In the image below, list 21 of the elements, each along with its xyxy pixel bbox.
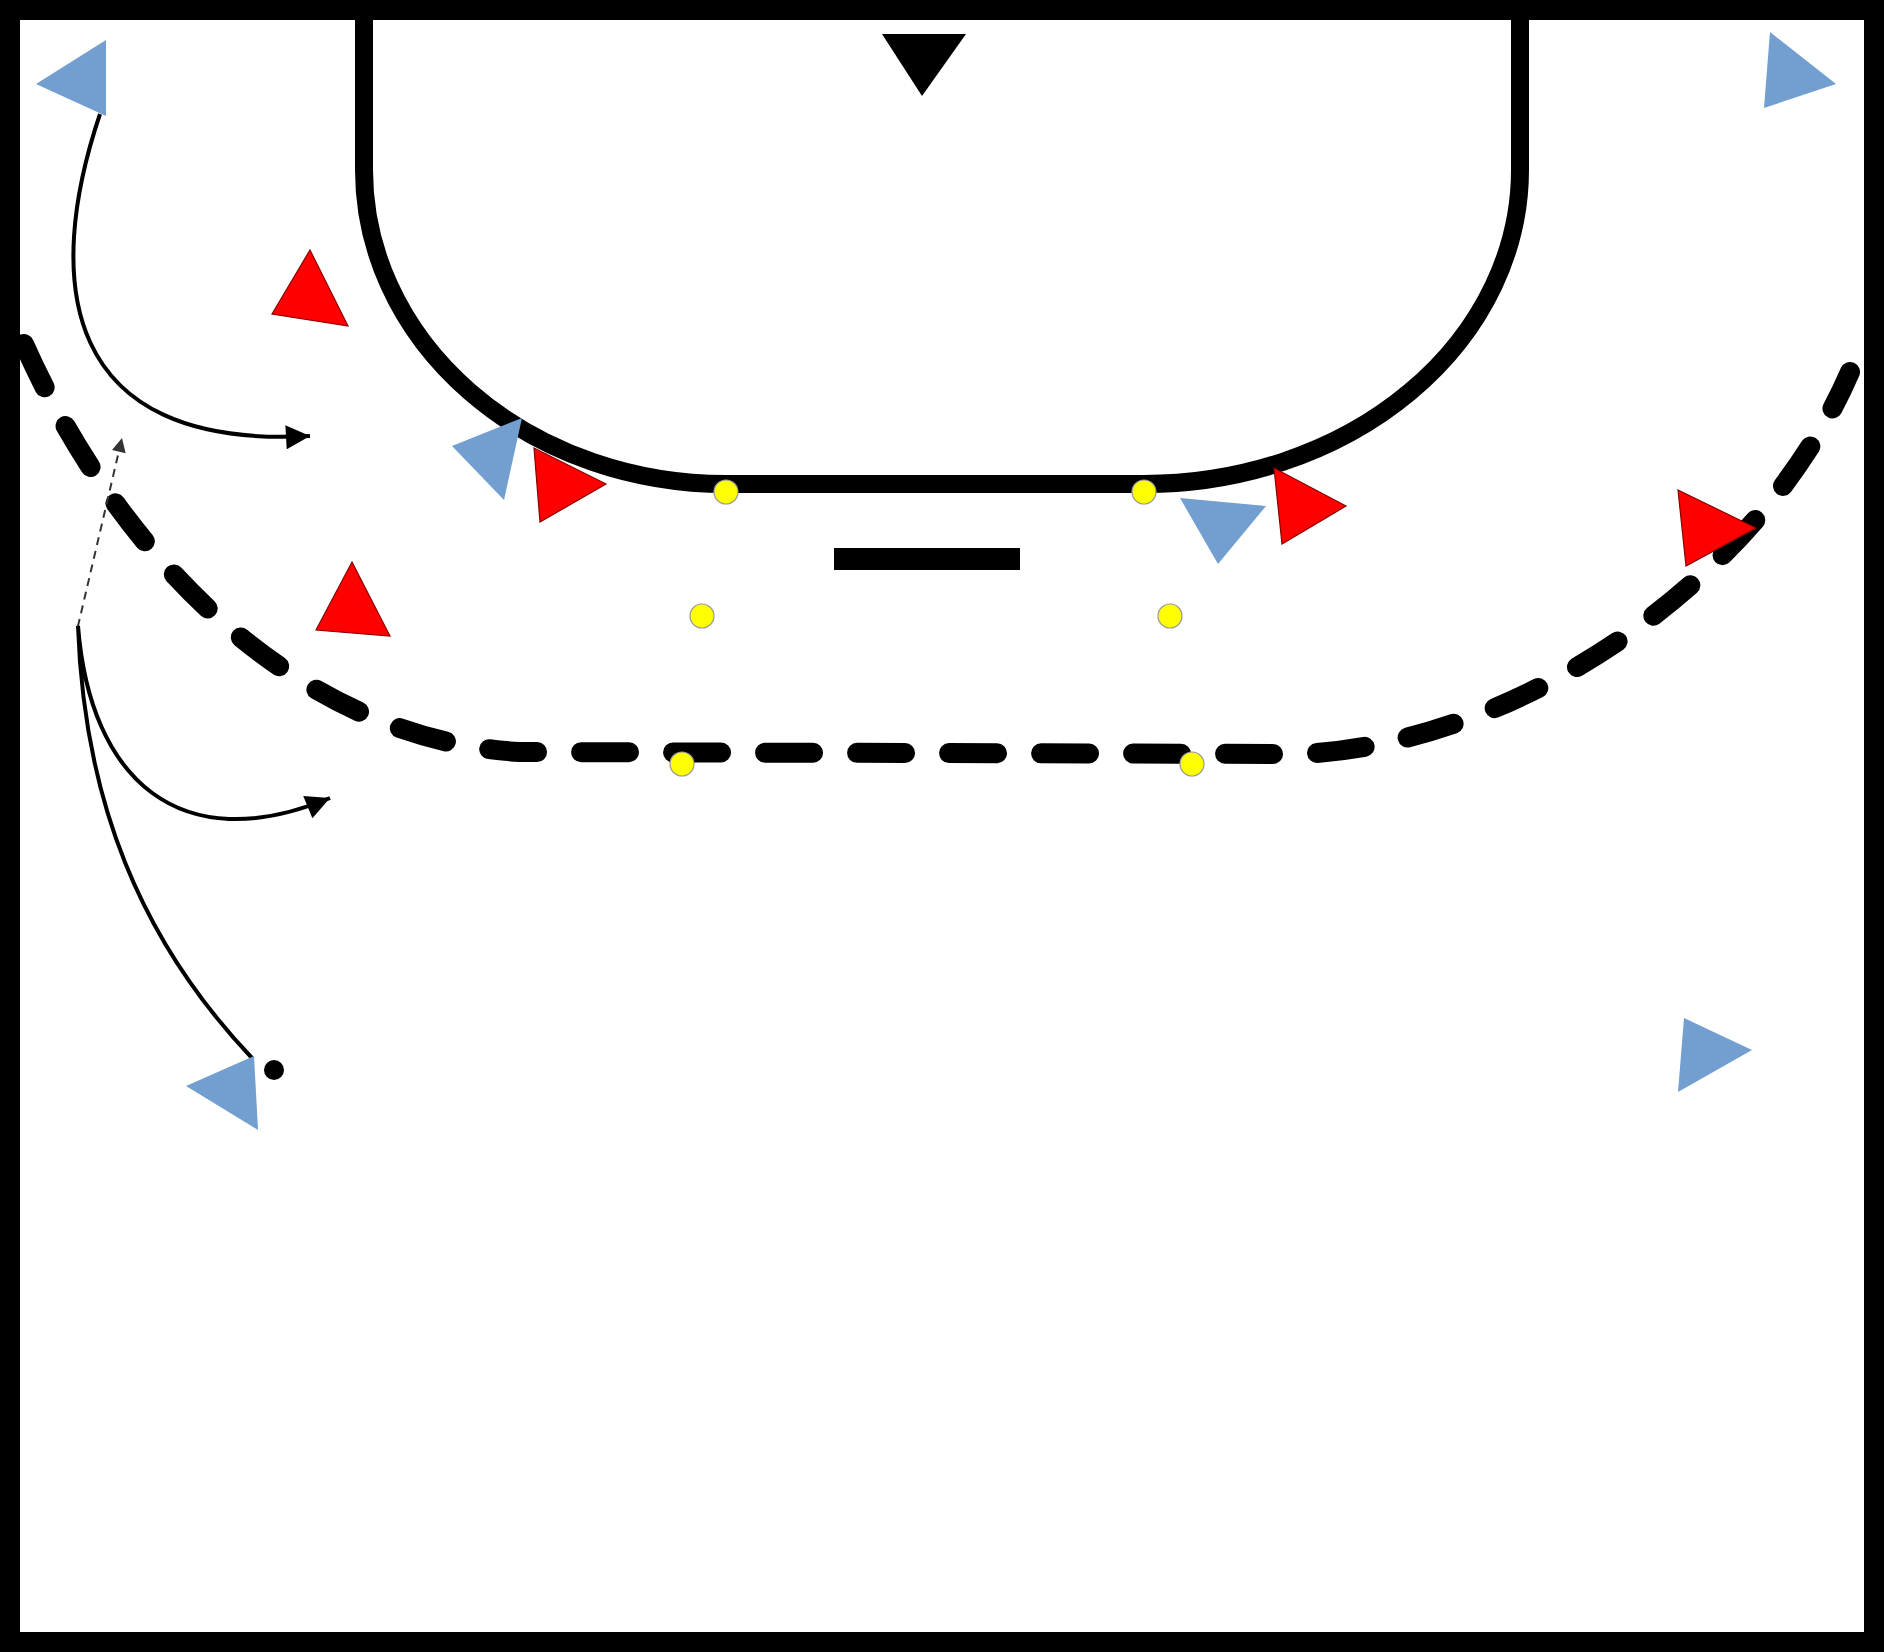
player-icon: [272, 250, 348, 326]
marker-icon: [670, 752, 694, 776]
player-icon: [1678, 1018, 1752, 1092]
marker-icon: [690, 604, 714, 628]
player-icon: [1180, 498, 1266, 564]
marker-icon: [1158, 604, 1182, 628]
player-icon: [1678, 490, 1756, 566]
ball-icon: [264, 1060, 284, 1080]
player-icon: [316, 562, 390, 636]
goalkeeper-icon: [882, 34, 966, 96]
curved-arrow: [76, 624, 331, 1060]
curved-arrow: [72, 113, 310, 448]
player-icon: [452, 418, 522, 500]
player-icon: [1764, 32, 1836, 108]
marker-icon: [1132, 480, 1156, 504]
marker-icon: [714, 480, 738, 504]
player-icon: [534, 448, 606, 522]
marker-icon: [1180, 752, 1204, 776]
player-icon: [186, 1056, 258, 1130]
player-icon: [1274, 468, 1346, 544]
player-icon: [36, 40, 106, 116]
